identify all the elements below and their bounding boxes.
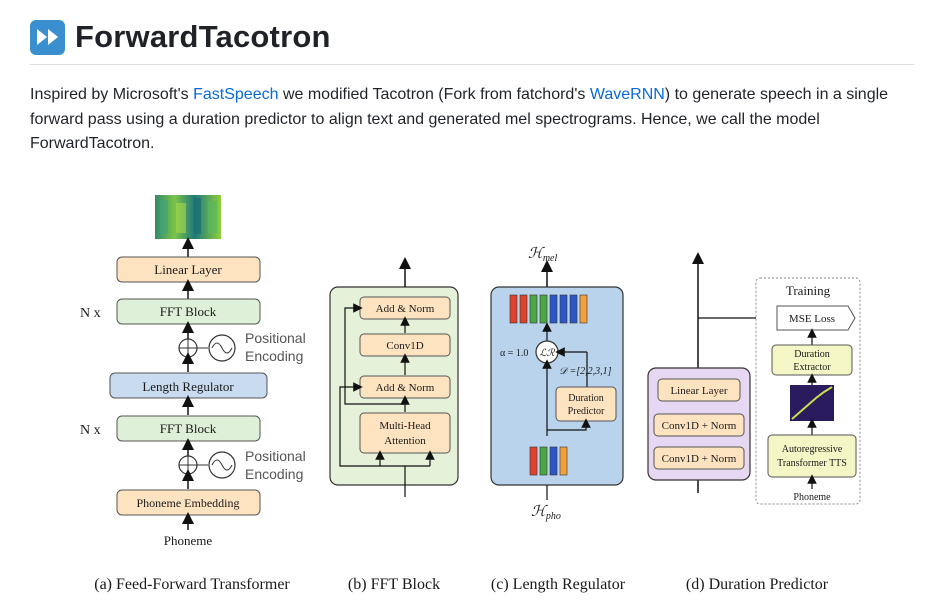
conv1d-label: Conv1D <box>386 340 423 352</box>
positional-encoding-label-4: Encoding <box>245 466 303 482</box>
attention-alignment-image <box>790 385 834 421</box>
conv1d-norm-bottom-label: Conv1D + Norm <box>662 453 737 465</box>
ar-label-2: Transformer TTS <box>777 458 847 469</box>
caption-b: (b) FFT Block <box>348 576 440 593</box>
readme-title-row: ForwardTacotron <box>30 12 914 65</box>
desc-text-1: Inspired by Microsoft's <box>30 86 194 103</box>
wavernn-link[interactable]: WaveRNN <box>589 86 665 103</box>
positional-encoding-label-2: Encoding <box>245 348 303 364</box>
phoneme-embedding-label: Phoneme Embedding <box>137 496 240 510</box>
dp-linear-layer-box <box>657 378 741 402</box>
readme-description: Inspired by Microsoft's FastSpeech we mo… <box>30 83 914 157</box>
readme: ForwardTacotron Inspired by Microsoft's … <box>30 12 914 157</box>
expanded-hidden-states <box>509 294 588 324</box>
duration-sequence-label: 𝒟 =[2,2,3,1] <box>559 366 612 377</box>
lr-label: ℒℛ <box>539 348 555 359</box>
multi-head-attention-box <box>359 412 451 454</box>
alpha-label: α = 1.0 <box>500 348 528 359</box>
mha-label-1: Multi-Head <box>379 420 431 432</box>
nx-top-label: N x <box>80 306 101 321</box>
caption-c: (c) Length Regulator <box>491 576 626 593</box>
architecture-figure: Linear Layer N x FFT Block Positional En… <box>0 170 939 613</box>
architecture-diagram: Linear Layer N x FFT Block Positional En… <box>80 195 861 593</box>
add-norm-bottom-label: Add & Norm <box>376 382 435 394</box>
length-regulator-container <box>490 286 624 486</box>
dp-label-1: Duration <box>568 393 604 404</box>
nx-bottom-label: N x <box>80 423 101 438</box>
fft-block-top-label: FFT Block <box>160 304 217 319</box>
h-pho-label: ℋpho <box>531 504 561 522</box>
conv1d-norm-top-box <box>653 413 745 437</box>
positional-encoding-label-1: Positional <box>245 330 306 346</box>
training-label: Training <box>786 283 831 298</box>
conv1d-norm-top-label: Conv1D + Norm <box>662 420 737 432</box>
de-label-2: Extractor <box>793 362 831 373</box>
mel-spectrogram-image <box>155 195 221 239</box>
mse-loss-box <box>776 305 856 331</box>
desc-text-2: we modified Tacotron (Fork from fatchord… <box>278 86 590 103</box>
fast-forward-icon <box>30 19 65 55</box>
readme-title: ForwardTacotron <box>75 19 331 54</box>
panel-b: Add & Norm Conv1D Add & Norm Multi-Head … <box>329 257 459 593</box>
add-norm-top-label: Add & Norm <box>376 303 435 315</box>
linear-layer-label: Linear Layer <box>154 262 222 277</box>
panel-a: Linear Layer N x FFT Block Positional En… <box>80 195 306 593</box>
dp-label-2: Predictor <box>568 406 605 417</box>
caption-d: (d) Duration Predictor <box>686 576 829 593</box>
mha-label-2: Attention <box>384 435 426 447</box>
dp-linear-layer-label: Linear Layer <box>670 385 727 397</box>
conv1d-norm-bottom-box <box>653 446 745 470</box>
phoneme-training-label: Phoneme <box>793 492 831 503</box>
desc-text-3: ) to generate speech in a single forward… <box>30 86 889 152</box>
de-label-1: Duration <box>794 349 830 360</box>
ar-label-1: Autoregressive <box>782 444 843 455</box>
panel-d: Linear Layer Conv1D + Norm Conv1D + Norm… <box>647 252 861 593</box>
positional-encoding-label-3: Positional <box>245 448 306 464</box>
fastspeech-link[interactable]: FastSpeech <box>193 86 279 103</box>
h-mel-label: ℋmel <box>528 246 557 264</box>
mse-loss-label: MSE Loss <box>789 313 835 325</box>
panel-c: ℋmel α = 1.0 ℒℛ 𝒟 =[2,2,3,1] Duration Pr… <box>490 246 626 593</box>
fft-block-bottom-label: FFT Block <box>160 421 217 436</box>
phoneme-hidden-states <box>529 446 568 476</box>
autoregressive-tts-box <box>767 434 857 478</box>
length-regulator-label: Length Regulator <box>142 379 234 394</box>
phoneme-input-label: Phoneme <box>164 533 213 548</box>
caption-a: (a) Feed-Forward Transformer <box>94 576 290 593</box>
